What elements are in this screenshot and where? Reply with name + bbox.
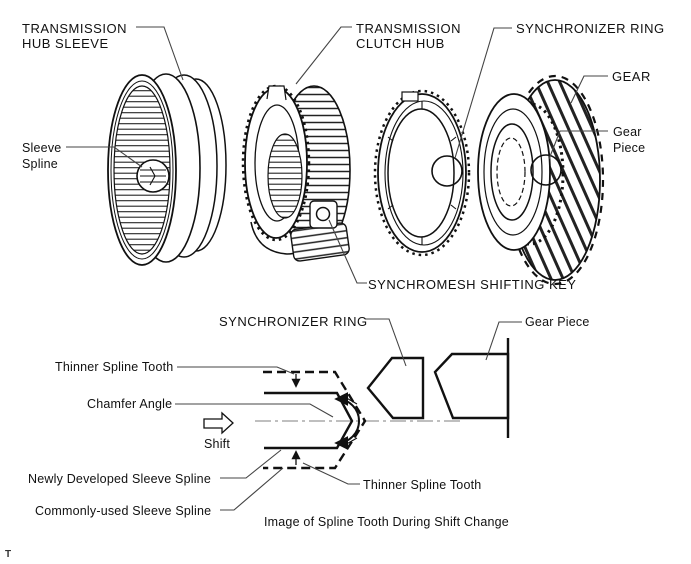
gear-piece-circle <box>530 154 562 186</box>
chamfer-angle-leader <box>175 403 334 418</box>
clutch-hub-drawing <box>241 84 351 262</box>
synchronizer-ring-drawing <box>373 89 471 257</box>
schematic-caption: Image of Spline Tooth During Shift Chang… <box>264 515 509 529</box>
chamfer-ticks <box>342 395 358 447</box>
hub-top-notch <box>266 85 287 101</box>
commonly-used-label: Commonly-used Sleeve Spline <box>35 504 211 518</box>
commonly-used-leader <box>220 467 284 511</box>
sleeve-spline-label-line1: Sleeve <box>22 141 61 155</box>
gear-piece-leader <box>548 130 608 160</box>
newly-developed-leader <box>220 449 282 479</box>
stray-text: T <box>5 549 11 560</box>
hub-sleeve-drawing <box>107 73 227 266</box>
gear-piece-tooth <box>433 352 510 420</box>
schematic-sync-ring-label: SYNCHRONIZER RING <box>219 314 368 329</box>
shift-arrow-icon <box>203 411 234 435</box>
sync-ring-tooth-leader <box>365 318 407 367</box>
ring-segment-ticks <box>387 101 457 245</box>
newly-developed-label: Newly Developed Sleeve Spline <box>28 472 211 486</box>
clutch-hub-label-line1: TRANSMISSION <box>356 21 461 36</box>
clutch-hub-label-line2: CLUTCH HUB <box>356 36 445 51</box>
gear-piece-tooth-leader <box>485 321 522 361</box>
gear-label: GEAR <box>612 69 651 84</box>
sleeve-spline-label-line2: Spline <box>22 157 58 171</box>
gear-leader <box>570 75 608 104</box>
thinner-tooth-bottom-label: Thinner Spline Tooth <box>363 478 481 492</box>
thinner-tooth-bottom-leader <box>302 462 360 485</box>
sync-ring-tooth <box>366 356 425 420</box>
shifting-key-label: SYNCHROMESH SHIFTING KEY <box>368 277 576 292</box>
sync-ring-circle <box>431 155 463 187</box>
chamfer-angle-label: Chamfer Angle <box>87 397 172 411</box>
exploded-view: TRANSMISSION HUB SLEEVE TRANSMISSION CLU… <box>22 21 665 292</box>
gear-drawing <box>477 74 605 286</box>
gear-piece-teeth-ring <box>495 102 565 246</box>
sync-ring-leader <box>454 27 512 159</box>
hub-sleeve-leader <box>136 26 184 81</box>
chamfer-arc <box>334 392 360 450</box>
gear-piece-label-line2: Piece <box>613 141 645 155</box>
dashed-spline-tooth <box>263 370 367 470</box>
sleeve-spline-leader <box>66 146 143 168</box>
sync-ring-label: SYNCHRONIZER RING <box>516 21 665 36</box>
clutch-hub-leader <box>295 26 352 85</box>
thinner-tooth-top-leader <box>177 366 295 375</box>
hub-sleeve-label-line2: HUB SLEEVE <box>22 36 109 51</box>
spline-schematic: SYNCHRONIZER RING Gear Piece Thinner Spl… <box>28 314 590 529</box>
key-ball <box>315 206 331 222</box>
hub-sleeve-label-line1: TRANSMISSION <box>22 21 127 36</box>
schematic-gear-piece-label: Gear Piece <box>525 315 590 329</box>
thinner-tooth-top-label: Thinner Spline Tooth <box>55 360 173 374</box>
shift-label: Shift <box>204 437 230 451</box>
solid-spline-tooth <box>264 391 354 450</box>
shifting-key-leader <box>328 219 367 284</box>
gear-piece-label-line1: Gear <box>613 125 642 139</box>
ring-top-tab <box>401 91 419 102</box>
